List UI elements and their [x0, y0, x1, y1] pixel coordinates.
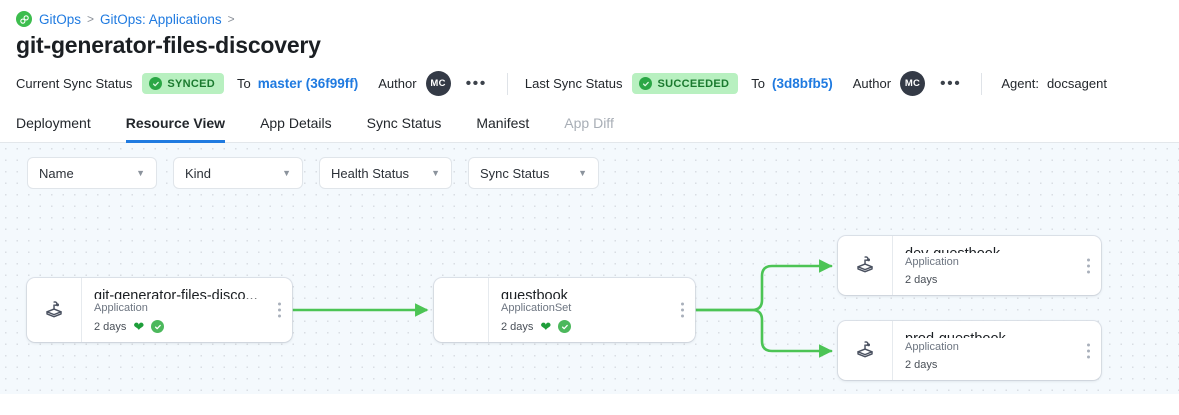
health-heart-icon[interactable]: ❤	[540, 319, 552, 334]
tab-manifest[interactable]: Manifest	[476, 115, 530, 131]
graph-node-icon-placeholder	[434, 278, 488, 342]
edge-appset-to-prod	[693, 308, 833, 358]
resource-graph-canvas[interactable]: Name ▼ Kind ▼ Health Status ▼ Sync Statu…	[0, 143, 1179, 394]
graph-node-body: git-generator-files-disco... Application…	[81, 278, 292, 342]
breadcrumb-separator: >	[227, 12, 235, 26]
current-sync-revision-link[interactable]: master (36f99ff)	[257, 76, 359, 91]
status-bar: Current Sync Status SYNCED To master (36…	[0, 59, 1179, 108]
filter-name-label: Name	[39, 165, 74, 181]
sync-check-icon[interactable]	[151, 320, 165, 333]
argo-application-icon	[838, 236, 892, 295]
tab-app-diff: App Diff	[564, 115, 614, 131]
graph-node-meta: 2 days	[905, 274, 1101, 286]
current-sync-status-badge[interactable]: SYNCED	[142, 73, 224, 94]
last-sync-status-label: Last Sync Status	[524, 76, 623, 91]
check-circle-icon	[149, 77, 163, 90]
graph-node-body: guestbook ApplicationSet 2 days ❤	[488, 278, 695, 342]
filter-sync-status[interactable]: Sync Status ▼	[468, 157, 599, 189]
agent-label: Agent:	[1001, 76, 1039, 91]
tab-deployment[interactable]: Deployment	[16, 115, 91, 131]
chevron-down-icon: ▼	[282, 168, 291, 178]
graph-node-menu-icon[interactable]	[679, 301, 686, 320]
graph-node-meta: 2 days ❤	[501, 320, 695, 333]
filter-kind[interactable]: Kind ▼	[173, 157, 303, 189]
graph-node-menu-icon[interactable]	[1085, 256, 1092, 275]
graph-node-guestbook[interactable]: guestbook ApplicationSet 2 days ❤	[434, 278, 695, 342]
current-sync-status-label: Current Sync Status	[16, 76, 133, 91]
graph-node-body: dev-guestbook Application 2 days	[892, 236, 1101, 295]
graph-node-menu-icon[interactable]	[1085, 341, 1092, 360]
tab-bar: Deployment Resource View App Details Syn…	[0, 108, 1179, 143]
graph-node-git-generator-files-discovery[interactable]: git-generator-files-disco... Application…	[27, 278, 292, 342]
divider	[981, 72, 983, 95]
breadcrumb-item-gitops[interactable]: GitOps	[39, 11, 82, 27]
filter-bar: Name ▼ Kind ▼ Health Status ▼ Sync Statu…	[27, 157, 599, 189]
graph-node-kind: Application	[905, 341, 959, 354]
breadcrumb-separator: >	[87, 12, 95, 26]
chevron-down-icon: ▼	[578, 168, 587, 178]
filter-health-status[interactable]: Health Status ▼	[319, 157, 452, 189]
last-sync-author-label: Author	[852, 76, 892, 91]
filter-name[interactable]: Name ▼	[27, 157, 157, 189]
last-sync-to-label: To	[751, 76, 765, 91]
edge-appset-to-dev	[693, 259, 833, 312]
breadcrumb-item-applications[interactable]: GitOps: Applications	[100, 11, 222, 27]
chevron-down-icon: ▼	[136, 168, 145, 178]
health-heart-icon[interactable]: ❤	[133, 319, 145, 334]
filter-kind-label: Kind	[185, 165, 212, 181]
last-sync-status-badge[interactable]: SUCCEEDED	[632, 73, 739, 94]
filter-health-status-label: Health Status	[331, 165, 410, 181]
agent-value: docsagent	[1046, 76, 1107, 91]
last-sync-more-icon[interactable]: •••	[940, 74, 962, 92]
current-sync-author-label: Author	[378, 76, 417, 91]
avatar[interactable]: MC	[425, 71, 451, 96]
graph-node-age: 2 days	[905, 274, 938, 286]
last-sync-revision-link[interactable]: (3d8bfb5)	[771, 76, 833, 91]
page-title: git-generator-files-discovery	[16, 32, 321, 58]
graph-node-age: 2 days	[905, 359, 938, 371]
graph-node-prod-guestbook[interactable]: prod-guestbook Application 2 days	[838, 321, 1101, 380]
graph-node-meta: 2 days ❤	[94, 320, 292, 333]
graph-node-menu-icon[interactable]	[276, 301, 283, 320]
current-sync-to-label: To	[236, 76, 251, 91]
divider	[506, 72, 508, 95]
argo-application-icon	[838, 321, 892, 380]
tab-app-details[interactable]: App Details	[260, 115, 332, 131]
check-circle-icon	[639, 77, 653, 90]
graph-node-dev-guestbook[interactable]: dev-guestbook Application 2 days	[838, 236, 1101, 295]
avatar[interactable]: MC	[900, 71, 926, 96]
graph-node-title: prod-guestbook	[905, 330, 1101, 338]
graph-node-title: dev-guestbook	[905, 245, 1101, 253]
graph-node-meta: 2 days	[905, 359, 1101, 371]
breadcrumb: GitOps > GitOps: Applications >	[0, 0, 1179, 28]
current-sync-more-icon[interactable]: •••	[465, 74, 487, 92]
chevron-down-icon: ▼	[431, 168, 440, 178]
graph-node-body: prod-guestbook Application 2 days	[892, 321, 1101, 380]
sync-check-icon[interactable]	[558, 320, 572, 333]
current-sync-status-badge-label: SYNCED	[167, 77, 215, 90]
tab-resource-view[interactable]: Resource View	[125, 115, 226, 143]
graph-node-kind: Application	[94, 302, 148, 315]
gitops-logo-icon	[16, 11, 32, 27]
graph-node-kind: ApplicationSet	[501, 302, 572, 315]
graph-node-kind: Application	[905, 256, 959, 269]
graph-node-age: 2 days	[501, 320, 534, 333]
last-sync-status-badge-label: SUCCEEDED	[657, 77, 730, 90]
graph-node-title: guestbook	[501, 288, 568, 300]
tab-sync-status[interactable]: Sync Status	[366, 115, 442, 131]
argo-application-icon	[27, 278, 81, 342]
graph-node-title: git-generator-files-disco...	[94, 288, 258, 300]
filter-sync-status-label: Sync Status	[480, 165, 550, 181]
graph-node-age: 2 days	[94, 320, 127, 333]
